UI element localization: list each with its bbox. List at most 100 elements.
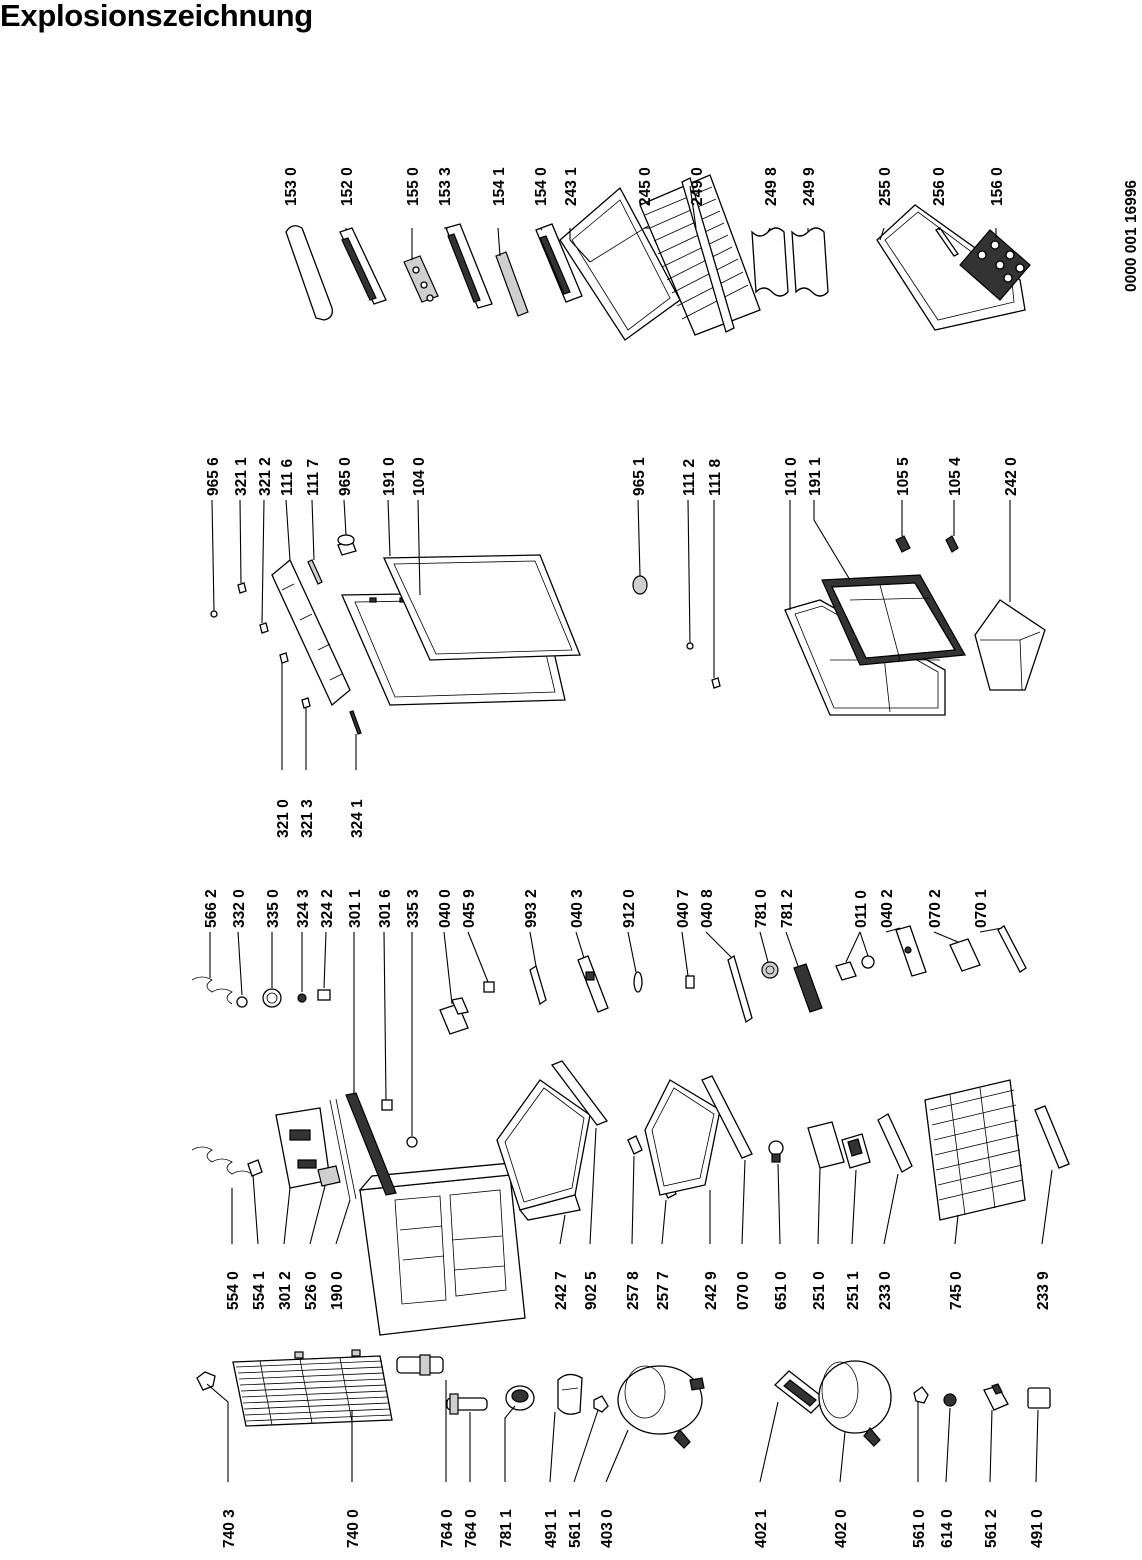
label-993-2: 993 2 (523, 889, 540, 928)
part-740-0-condenser-drawing (232, 1349, 393, 1427)
part-245-0-rack-drawing (639, 174, 761, 336)
part-040-0-drawing (439, 997, 469, 1035)
label-105-5: 105 5 (895, 457, 912, 496)
part-249-9-drawing (791, 227, 829, 297)
part-249-0-drawing (681, 177, 735, 333)
label-242-0: 242 0 (1003, 457, 1020, 496)
part-993-2-drawing (529, 964, 547, 1006)
part-153-3-drawing (445, 223, 493, 309)
label-191-1: 191 1 (807, 457, 824, 496)
part-561-2-drawing (983, 1383, 1009, 1411)
part-040-2-drawing (895, 925, 927, 977)
label-566-2: 566 2 (203, 889, 220, 928)
label-105-4: 105 4 (947, 457, 964, 496)
part-301-6-drawing (381, 1099, 393, 1111)
part-233-0-drawing (877, 1113, 913, 1173)
label-251-0: 251 0 (811, 1271, 828, 1310)
part-554-0-spring-drawing (191, 1146, 253, 1175)
part-154-0-drawing (535, 223, 583, 303)
part-191-1-gasket-drawing (821, 574, 966, 666)
label-154-1: 154 1 (491, 167, 508, 206)
part-335-3-drawing (406, 1136, 418, 1148)
part-781-1-drawing (505, 1385, 535, 1411)
part-070-1-drawing (997, 925, 1027, 973)
label-301-1: 301 1 (347, 889, 364, 928)
label-554-0: 554 0 (225, 1271, 242, 1310)
part-242-9-drawer-drawing (644, 1079, 721, 1196)
label-257-8: 257 8 (625, 1271, 642, 1310)
label-040-8: 040 8 (699, 889, 716, 928)
label-070-1: 070 1 (973, 889, 990, 928)
part-070-0-drawing (701, 1075, 753, 1159)
part-190-0-drawing (329, 1098, 357, 1201)
label-403-0: 403 0 (599, 1509, 616, 1548)
label-561-1: 561 1 (567, 1509, 584, 1548)
label-526-0: 526 0 (303, 1271, 320, 1310)
part-561-0-drawing (913, 1386, 929, 1404)
page-title: Explosionszeichnung (0, 0, 313, 33)
part-045-9-drawing (483, 981, 495, 993)
part-040-3-drawing (577, 955, 609, 1013)
parts-drawing (191, 174, 1070, 1449)
part-332-0-drawing (236, 996, 248, 1008)
part-152-0-drawing (339, 227, 387, 305)
label-256-0: 256 0 (931, 167, 948, 206)
label-321-2: 321 2 (257, 457, 274, 496)
part-233-9-drawing (1034, 1105, 1070, 1169)
label-249-9: 249 9 (801, 167, 818, 206)
label-324-2: 324 2 (319, 889, 336, 928)
label-965-0: 965 0 (337, 457, 354, 496)
part-040-8-drawing (727, 954, 753, 1024)
label-764-0-b: 764 0 (463, 1509, 480, 1548)
label-249-0: 249 0 (689, 167, 706, 206)
part-251-1-drawing (841, 1133, 871, 1169)
label-614-0: 614 0 (939, 1509, 956, 1548)
label-111-8: 111 8 (707, 459, 724, 496)
part-153-0-drawing (285, 225, 333, 321)
part-040-7-drawing (685, 975, 695, 989)
part-335-0-drawing (262, 988, 282, 1008)
part-155-0-drawing (403, 255, 439, 303)
part-324-3-drawing (297, 993, 307, 1003)
label-255-0: 255 0 (877, 167, 894, 206)
label-154-0: 154 0 (533, 167, 550, 206)
label-155-0: 155 0 (405, 167, 422, 206)
part-fridge-cabinet-drawing (358, 1161, 526, 1336)
label-242-7: 242 7 (553, 1271, 570, 1310)
label-324-3: 324 3 (295, 889, 312, 928)
part-764-0b-drawing (446, 1393, 488, 1415)
label-070-0: 070 0 (735, 1271, 752, 1310)
label-554-1: 554 1 (251, 1271, 268, 1310)
label-190-0: 190 0 (329, 1271, 346, 1310)
part-324-2-drawing (317, 989, 331, 1001)
label-402-0: 402 0 (833, 1509, 850, 1548)
label-233-0: 233 0 (877, 1271, 894, 1310)
part-764-0-drawing (396, 1354, 444, 1376)
label-045-9: 045 9 (461, 889, 478, 928)
label-781-0: 781 0 (753, 889, 770, 928)
label-111-6: 111 6 (279, 459, 296, 496)
label-332-0: 332 0 (231, 889, 248, 928)
label-965-1: 965 1 (631, 457, 648, 496)
part-156-0-egg-tray-drawing (959, 229, 1031, 301)
label-040-2: 040 2 (879, 889, 896, 928)
part-111-7-drawing (307, 559, 323, 585)
part-257-8-drawing (627, 1135, 643, 1155)
part-402-1-drawing (774, 1370, 826, 1414)
part-111-8-drawing (711, 677, 721, 689)
part-566-2-spring-drawing (191, 976, 233, 1005)
label-335-3: 335 3 (405, 889, 422, 928)
label-321-0: 321 0 (275, 799, 292, 838)
label-040-7: 040 7 (675, 889, 692, 928)
label-491-0: 491 0 (1029, 1509, 1046, 1548)
label-153-0: 153 0 (283, 167, 300, 206)
label-070-2: 070 2 (927, 889, 944, 928)
part-614-0-drawing (943, 1393, 957, 1407)
label-965-6: 965 6 (205, 457, 222, 496)
part-561-1-drawing (593, 1395, 609, 1413)
part-111-2-drawing (686, 642, 694, 650)
label-745-0: 745 0 (948, 1271, 965, 1310)
part-965-0-drawing (337, 534, 357, 556)
label-156-0: 156 0 (989, 167, 1006, 206)
